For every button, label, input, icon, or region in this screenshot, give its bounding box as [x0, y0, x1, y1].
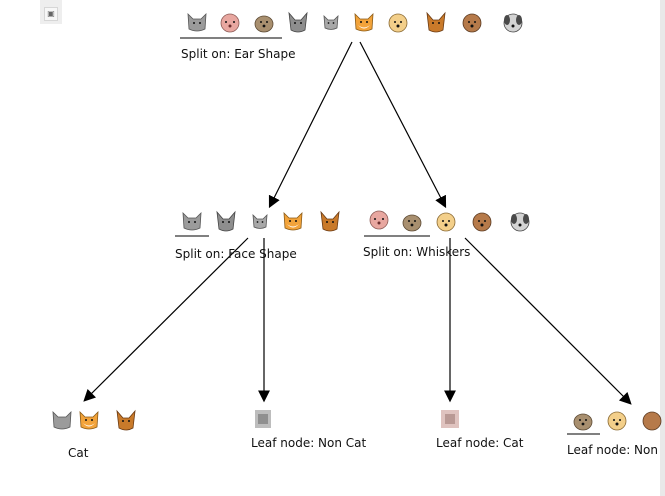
- tan-dog-icon: [254, 15, 274, 33]
- left-split-label: Split on: Face Shape: [175, 247, 297, 261]
- leaf4-animals: [573, 411, 662, 431]
- tan-dog-icon: [573, 413, 593, 431]
- leaf1-animals: [52, 409, 136, 431]
- pink-dog-icon: [441, 410, 459, 428]
- brown-dog-icon: [642, 411, 662, 431]
- leaf3-animals: [441, 410, 459, 428]
- save-icon[interactable]: ▣: [44, 7, 58, 21]
- orange-fox-cat-icon: [116, 409, 136, 431]
- pink-dog-icon: [369, 210, 389, 230]
- right-split-label: Split on: Whiskers: [363, 245, 471, 259]
- bw-dog-icon: [510, 212, 530, 232]
- small-gray-cat-icon: [252, 213, 268, 229]
- orange-fox-cat-icon: [426, 11, 446, 33]
- gray-cat-icon: [255, 410, 271, 428]
- leaf2-animals: [255, 410, 271, 428]
- gray-cat-icon: [187, 12, 207, 32]
- brown-dog-icon: [472, 212, 492, 232]
- leaf2-label: Leaf node: Non Cat: [251, 436, 367, 450]
- edge-left-leaf1: [83, 237, 249, 402]
- orange-cat-icon: [79, 410, 99, 430]
- right-node-animals: [369, 210, 530, 232]
- edge-root-right: [359, 41, 447, 209]
- tan-dog-icon: [402, 214, 422, 232]
- wolf-cat-icon: [216, 210, 236, 232]
- yellow-dog-icon: [436, 212, 456, 232]
- small-gray-cat-icon: [323, 14, 339, 30]
- toolbar: ▣: [40, 0, 62, 24]
- orange-cat-icon: [354, 12, 374, 32]
- orange-fox-cat-icon: [320, 210, 340, 232]
- root-animals: [187, 11, 523, 33]
- brown-dog-icon: [462, 13, 482, 33]
- yellow-dog-icon: [388, 13, 408, 33]
- gray-cat-icon: [52, 410, 72, 430]
- yellow-dog-icon: [607, 411, 627, 431]
- leaf3-label: Leaf node: Cat: [436, 436, 524, 450]
- edge-right-leaf4: [464, 237, 632, 405]
- leaf4-label: Leaf node: Non: [567, 443, 658, 457]
- gray-cat-icon: [182, 211, 202, 231]
- left-node-animals: [182, 210, 340, 232]
- scrollbar[interactable]: [660, 0, 665, 496]
- leaf1-label: Cat: [68, 446, 89, 460]
- bw-dog-icon: [503, 13, 523, 33]
- orange-cat-icon: [283, 211, 303, 231]
- edge-root-left: [268, 41, 353, 209]
- root-split-label: Split on: Ear Shape: [181, 47, 296, 61]
- pink-dog-icon: [220, 13, 240, 33]
- wolf-cat-icon: [288, 11, 308, 33]
